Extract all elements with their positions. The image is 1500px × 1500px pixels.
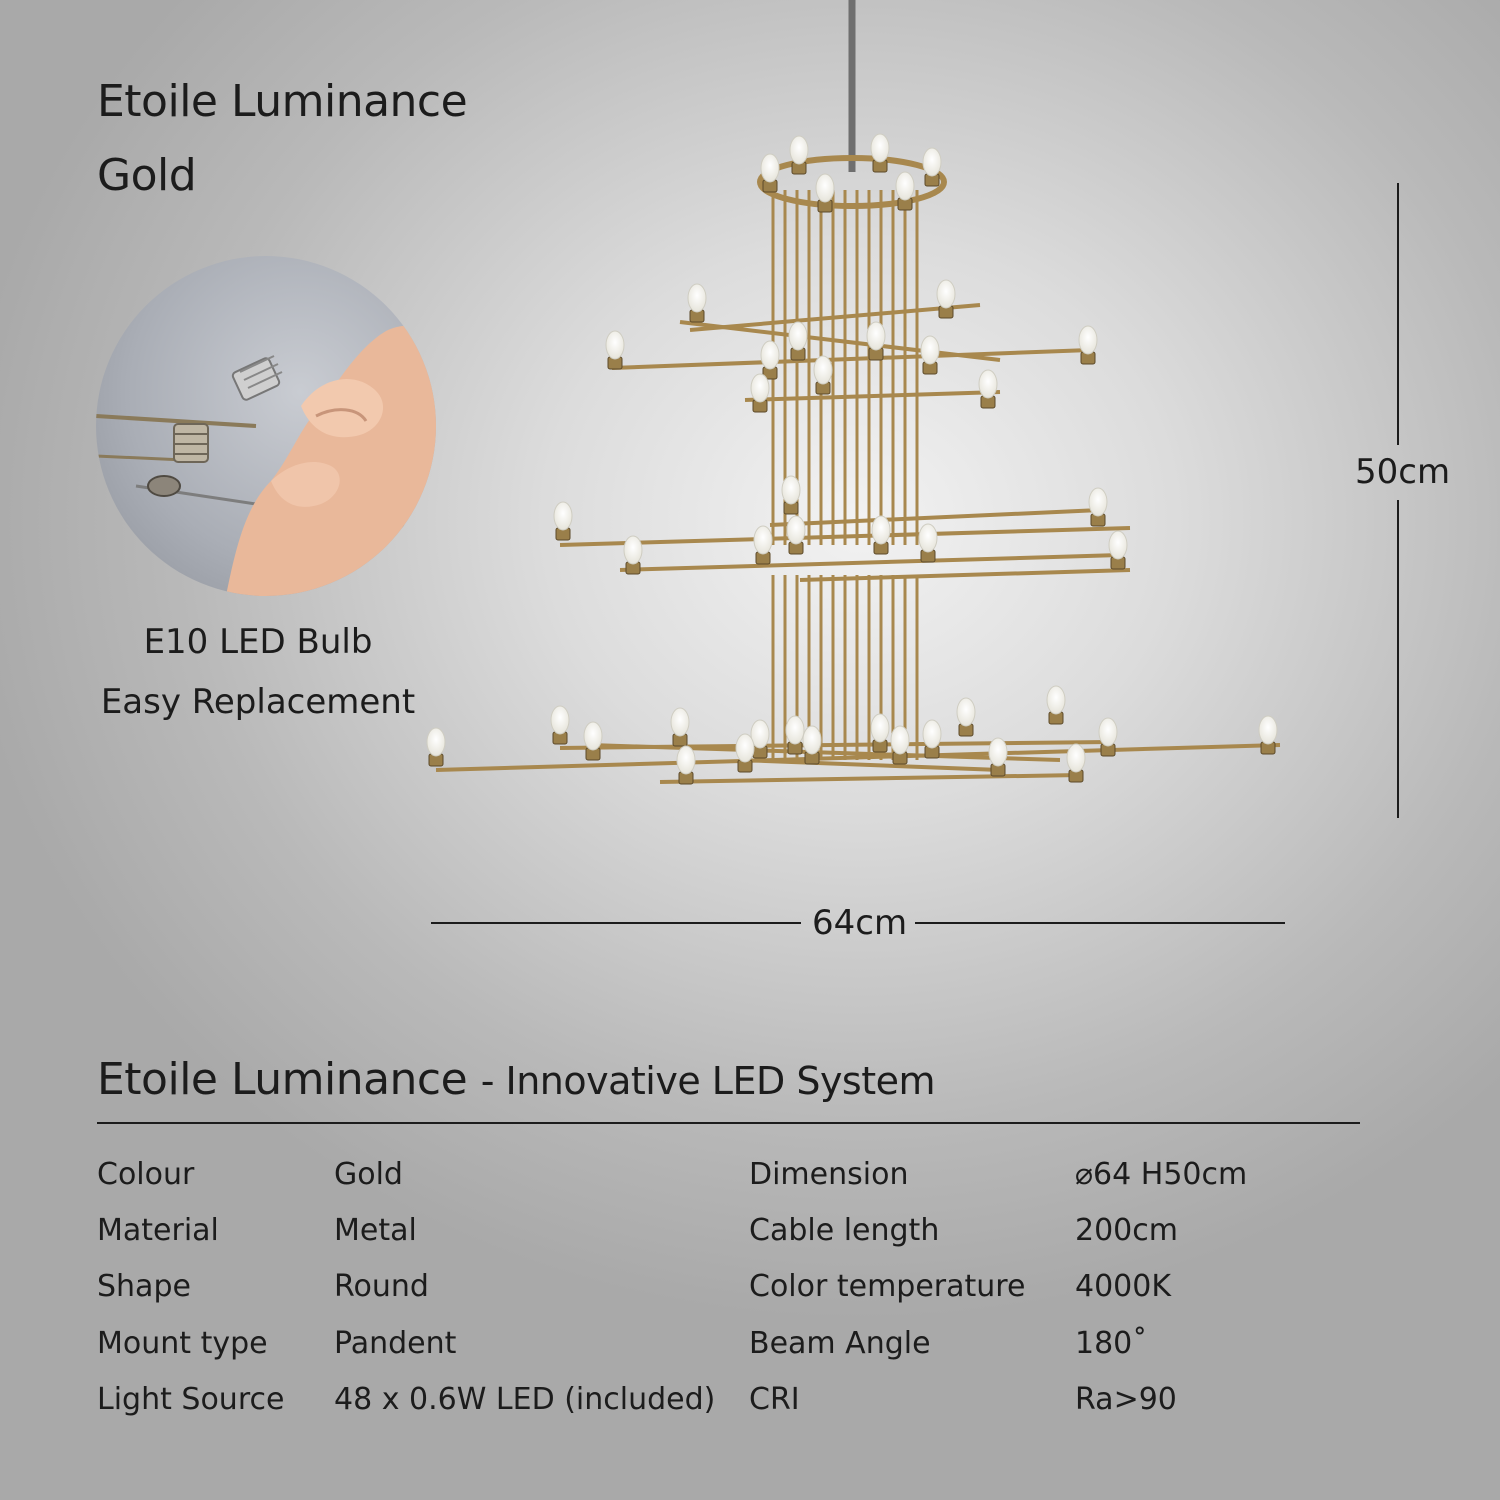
- spec-label: Colour: [97, 1157, 195, 1192]
- arm: [559, 526, 1131, 547]
- bulb: [870, 713, 890, 743]
- bulb: [866, 321, 886, 351]
- product-color: Gold: [97, 150, 197, 201]
- bulb: [1098, 717, 1118, 747]
- bulb: [553, 501, 573, 531]
- bulb: [753, 525, 773, 555]
- spec-value: 180˚: [1075, 1326, 1148, 1361]
- bulb: [760, 340, 780, 370]
- callout-line-2: Easy Replacement: [100, 682, 416, 722]
- arm: [799, 568, 1131, 582]
- bulb: [760, 153, 780, 183]
- spec-label: Material: [97, 1213, 219, 1248]
- bulb-hand-illustration: [96, 326, 436, 596]
- bulb: [922, 147, 942, 177]
- top-ring: [757, 155, 947, 209]
- spec-label: Mount type: [97, 1326, 268, 1361]
- bulb: [1066, 743, 1086, 773]
- spec-title: Etoile Luminance - Innovative LED System: [97, 1058, 936, 1103]
- width-label: 64cm: [812, 903, 908, 943]
- bulb: [781, 475, 801, 505]
- spec-value: Gold: [334, 1157, 403, 1192]
- bulb: [1258, 715, 1278, 745]
- bulb: [583, 721, 603, 751]
- bulb: [890, 725, 910, 755]
- bulb: [750, 373, 770, 403]
- height-line-bottom: [1397, 500, 1399, 818]
- spec-value: Round: [334, 1269, 429, 1304]
- bulb-detail-photo: [96, 256, 436, 596]
- bulb: [815, 173, 835, 203]
- bulb: [870, 133, 890, 163]
- spec-label: CRI: [749, 1382, 800, 1417]
- spec-value: 200cm: [1075, 1213, 1178, 1248]
- spec-label: Beam Angle: [749, 1326, 931, 1361]
- bulb: [426, 727, 446, 757]
- bulb: [978, 369, 998, 399]
- spec-title-subtitle: - Innovative LED System: [480, 1059, 936, 1103]
- arm: [611, 348, 1091, 370]
- spec-value: Metal: [334, 1213, 417, 1248]
- bulb: [956, 697, 976, 727]
- bulb: [922, 719, 942, 749]
- product-name: Etoile Luminance: [97, 76, 468, 127]
- spec-label: Cable length: [749, 1213, 940, 1248]
- bulb: [670, 707, 690, 737]
- spec-value: 4000K: [1075, 1269, 1172, 1304]
- bulb: [605, 330, 625, 360]
- bulb: [920, 335, 940, 365]
- width-line-left: [431, 922, 801, 924]
- arm: [739, 758, 1001, 772]
- bulb: [1078, 325, 1098, 355]
- arm: [744, 390, 1001, 402]
- arm: [769, 508, 1101, 527]
- spec-value: Ra>90: [1075, 1382, 1177, 1417]
- spec-value: Pandent: [334, 1326, 457, 1361]
- arm: [689, 303, 981, 332]
- bulb: [813, 355, 833, 385]
- bulb: [802, 725, 822, 755]
- bulb: [750, 719, 770, 749]
- height-line-top: [1397, 183, 1399, 445]
- spec-label: Shape: [97, 1269, 191, 1304]
- bulb: [1046, 685, 1066, 715]
- chandelier-illustration: [426, 0, 1281, 785]
- bulb: [871, 515, 891, 545]
- height-label: 50cm: [1355, 452, 1451, 492]
- bulb: [687, 283, 707, 313]
- bulb: [788, 321, 808, 351]
- spec-divider: [97, 1122, 1360, 1124]
- bulb: [789, 135, 809, 165]
- bulb: [550, 705, 570, 735]
- bulb: [1088, 487, 1108, 517]
- bulb: [623, 535, 643, 565]
- width-line-right: [915, 922, 1285, 924]
- spec-title-name: Etoile Luminance: [97, 1054, 468, 1105]
- bulb: [988, 737, 1008, 767]
- arm: [589, 743, 1061, 762]
- spec-label: Light Source: [97, 1382, 285, 1417]
- bulb: [918, 523, 938, 553]
- arm: [435, 743, 1281, 772]
- spec-label: Color temperature: [749, 1269, 1026, 1304]
- spec-value: ⌀64 H50cm: [1075, 1157, 1248, 1192]
- bulb: [786, 515, 806, 545]
- spec-value: 48 x 0.6W LED (included): [334, 1382, 716, 1417]
- bulb: [676, 745, 696, 775]
- bulb: [936, 279, 956, 309]
- bulb: [1108, 530, 1128, 560]
- spec-label: Dimension: [749, 1157, 909, 1192]
- bulb: [785, 715, 805, 745]
- bulb: [735, 733, 755, 763]
- callout-line-1: E10 LED Bulb: [143, 622, 373, 662]
- chandelier: [426, 0, 1281, 785]
- arm: [659, 773, 1081, 784]
- arm: [619, 553, 1121, 572]
- bulb: [895, 171, 915, 201]
